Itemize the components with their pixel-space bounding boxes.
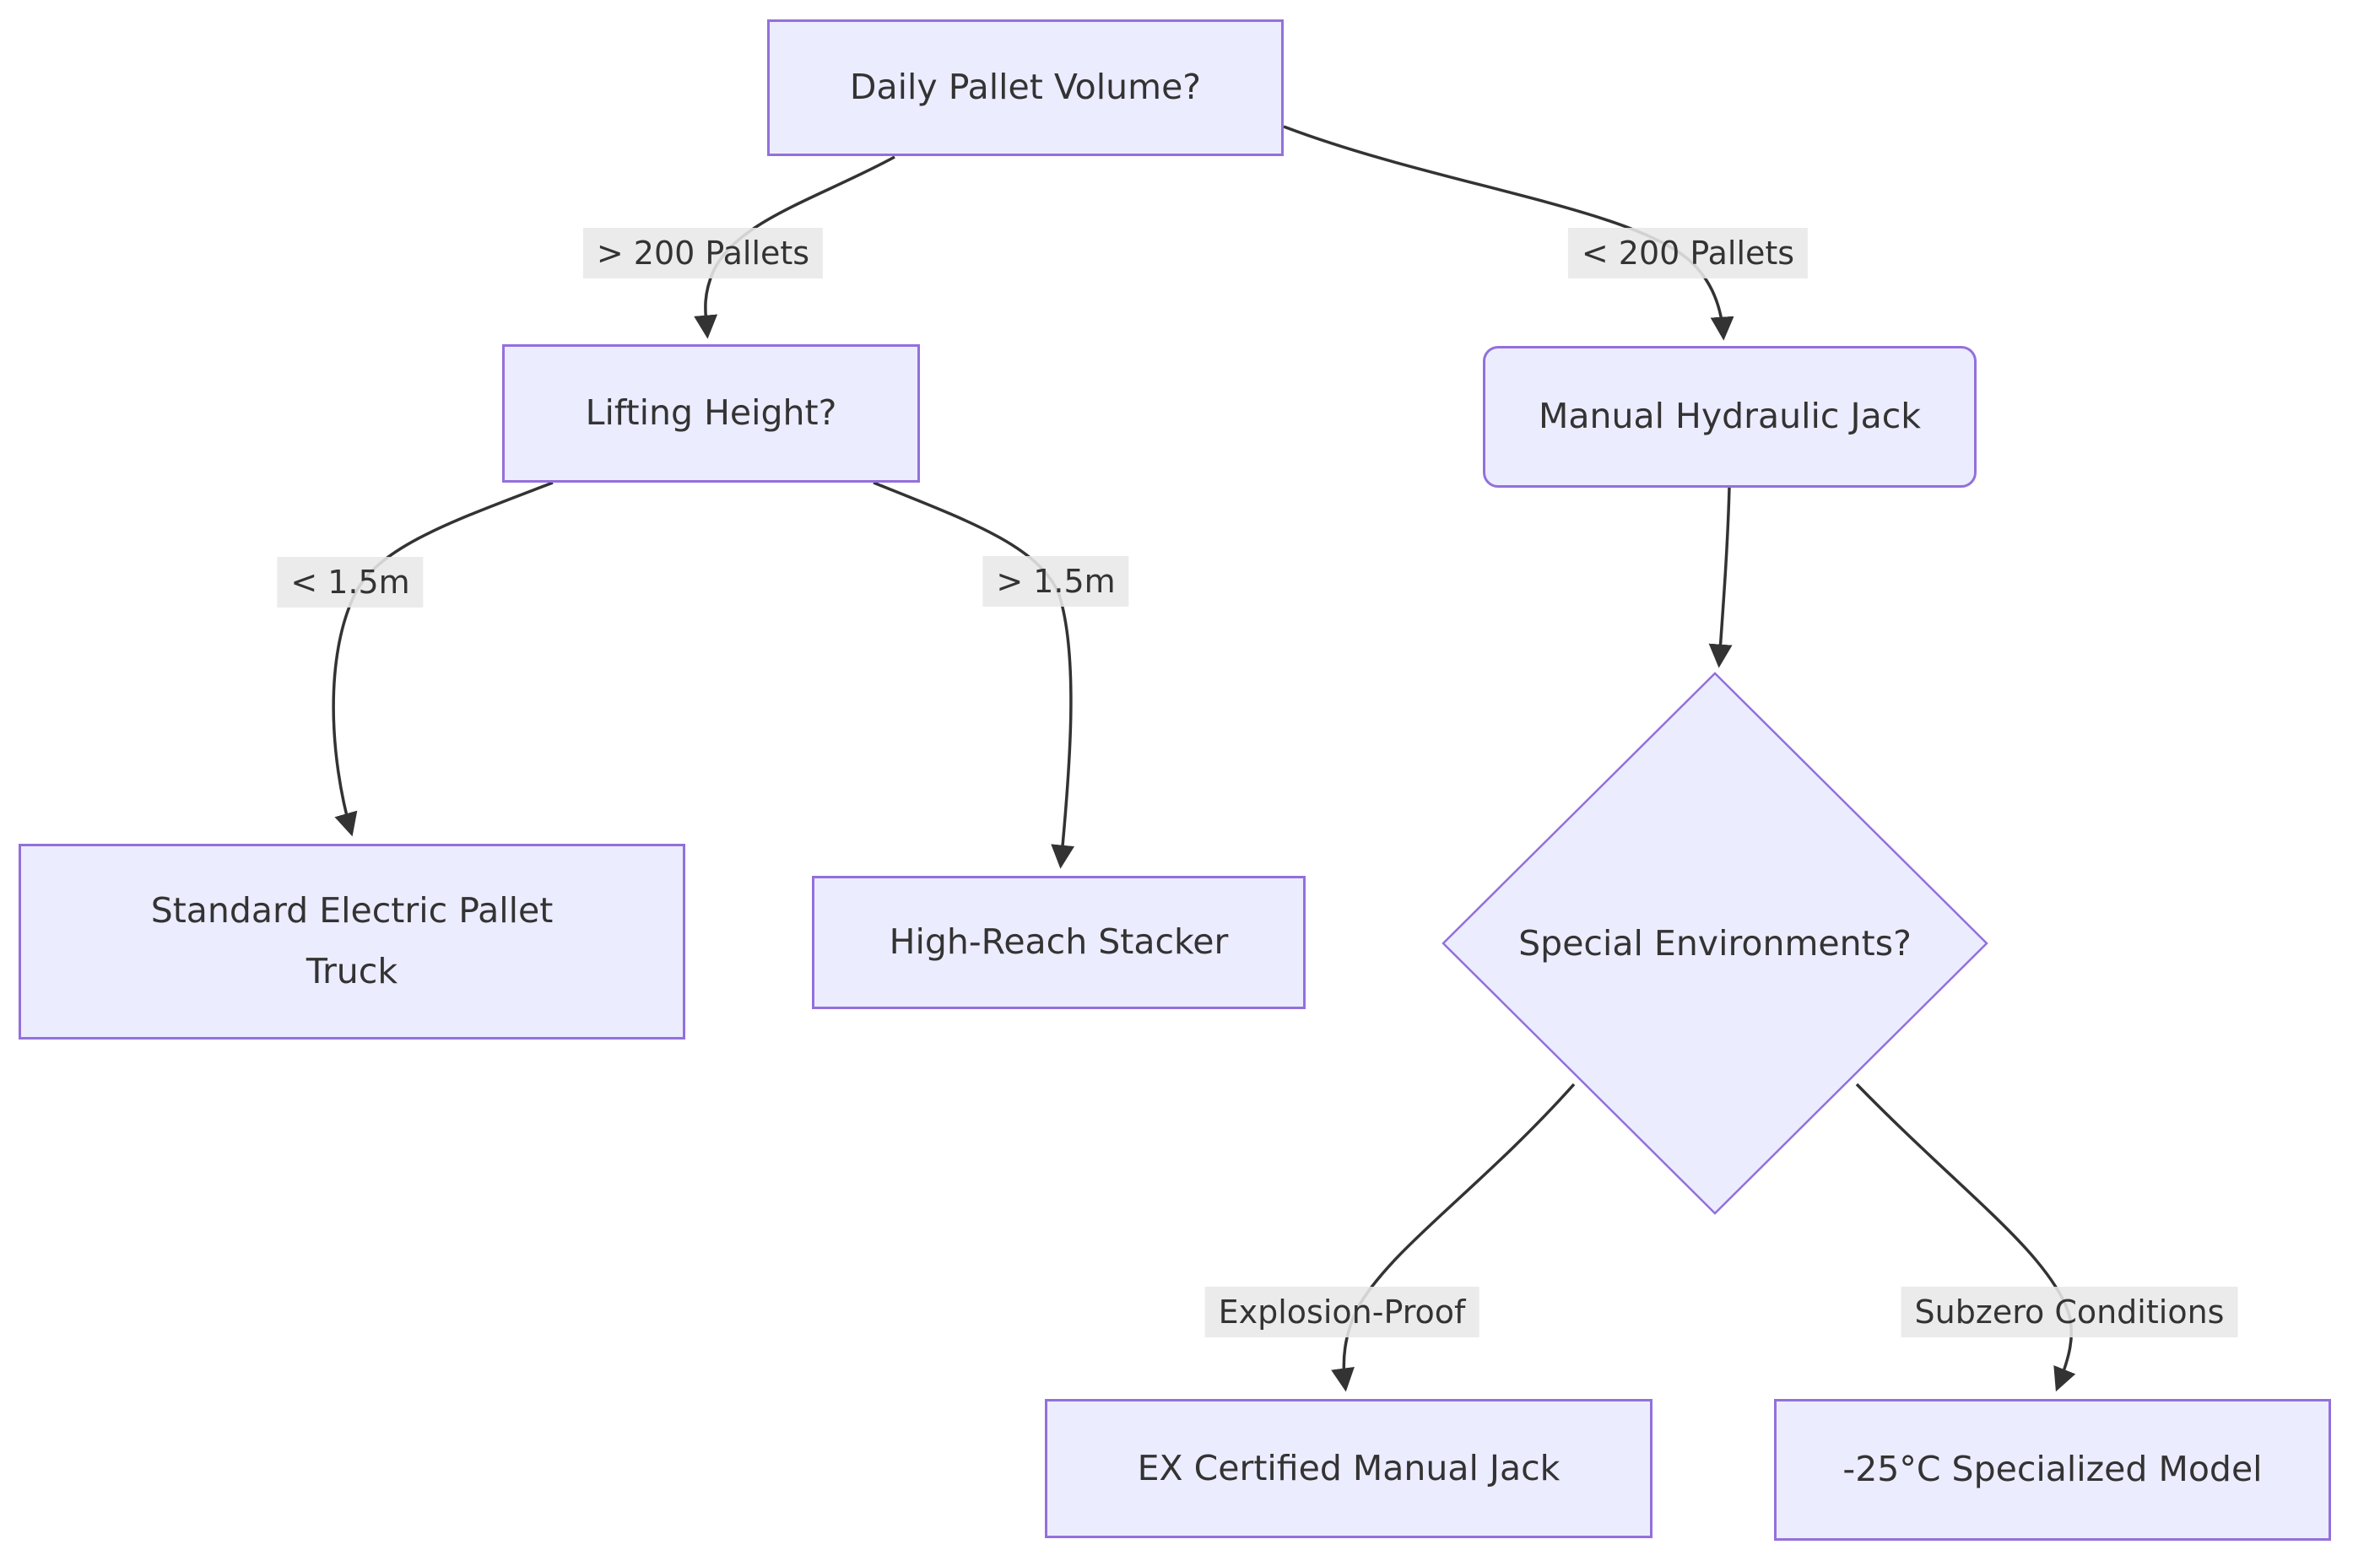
node-daily-pallet-volume-label: Daily Pallet Volume? — [849, 67, 1202, 108]
edge-label-gt-1-5m: > 1.5m — [982, 556, 1129, 607]
node-standard-electric-pallet-truck-label: Standard Electric Pallet Truck — [150, 890, 554, 991]
edge-diamond-to-ex — [1331, 1083, 1576, 1392]
node-lifting-height: Lifting Height? — [502, 344, 920, 483]
edge-label-explosion-proof: Explosion-Proof — [1204, 1287, 1479, 1337]
node-subzero-specialized-model-label: -25°C Specialized Model — [1842, 1449, 2263, 1490]
node-ex-certified-manual-jack-label: EX Certified Manual Jack — [1137, 1447, 1561, 1488]
node-special-environments-shape — [1442, 672, 1988, 1215]
edge-manual-to-diamond — [1708, 487, 1733, 668]
node-special-environments-label: Special Environments? — [1518, 923, 1912, 964]
edge-label-subzero-conditions: Subzero Conditions — [1901, 1287, 2238, 1337]
node-lifting-height-label: Lifting Height? — [585, 392, 837, 434]
edge-lifting-to-stacker — [873, 481, 1075, 869]
edge-label-lt-1-5m: < 1.5m — [277, 557, 424, 608]
edge-lifting-to-standard — [332, 481, 554, 837]
node-ex-certified-manual-jack: EX Certified Manual Jack — [1045, 1399, 1652, 1538]
node-standard-electric-pallet-truck: Standard Electric Pallet Truck — [19, 844, 685, 1040]
edge-label-gt-200-pallets: > 200 Pallets — [582, 228, 824, 278]
edge-diamond-to-subzero — [1855, 1083, 2076, 1392]
node-high-reach-stacker-label: High-Reach Stacker — [889, 921, 1229, 963]
node-daily-pallet-volume: Daily Pallet Volume? — [767, 19, 1284, 156]
node-manual-hydraulic-jack-label: Manual Hydraulic Jack — [1539, 396, 1921, 437]
node-subzero-specialized-model: -25°C Specialized Model — [1774, 1399, 2331, 1541]
node-high-reach-stacker: High-Reach Stacker — [812, 876, 1306, 1009]
node-manual-hydraulic-jack: Manual Hydraulic Jack — [1483, 346, 1977, 488]
edge-label-lt-200-pallets: < 200 Pallets — [1567, 228, 1809, 278]
